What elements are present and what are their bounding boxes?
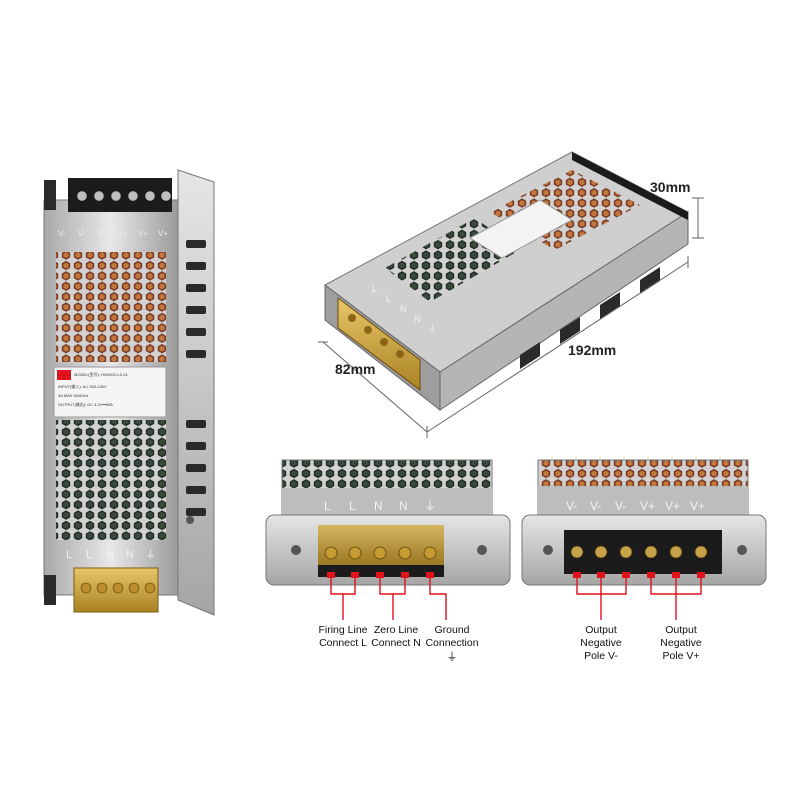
svg-text:L: L [86, 549, 92, 561]
input-callout-text: Firing Line Connect L Zero Line Connect … [318, 624, 478, 663]
input-callout-lines [330, 578, 447, 620]
svg-text:MODEL(型号): HN300C4.2-01: MODEL(型号): HN300C4.2-01 [74, 371, 129, 377]
zero-line-label-2: Connect N [371, 637, 421, 649]
input-terminal-labels: L L N N ⏚ [324, 499, 436, 513]
length-dimension-label: 192mm [568, 342, 616, 358]
svg-text:V+: V+ [138, 229, 148, 238]
output-pos-label-3: Pole V+ [662, 650, 699, 662]
output-callout-text: Output Negative Pole V- Output Negative … [580, 624, 702, 662]
svg-text:V-: V- [78, 229, 86, 238]
ground-label-2: Connection [425, 637, 478, 649]
psu-isometric-view: LLN N⏚ [324, 151, 689, 412]
input-label-ground: ⏚ [424, 499, 436, 513]
width-dimension-label: 82mm [335, 361, 375, 377]
output-callout-lines [576, 578, 702, 620]
output-label-1: V- [566, 499, 577, 513]
output-neg-label-3: Pole V- [584, 650, 618, 662]
psu-front-view: V- V- V- V+ V+ V+ MODEL(型号): HN300C4.2-01 IN… [43, 169, 215, 616]
output-label-2: V- [590, 499, 601, 513]
svg-text:V-: V- [98, 229, 106, 238]
svg-text:N: N [414, 314, 421, 324]
output-label-3: V- [615, 499, 626, 513]
svg-text:L: L [386, 294, 391, 304]
output-terminal-labels: V- V- V- V+ V+ V+ [566, 499, 705, 513]
svg-text:N: N [106, 549, 114, 561]
svg-text:⏚: ⏚ [145, 548, 156, 561]
output-label-4: V+ [640, 499, 655, 513]
height-dimension-label: 30mm [650, 179, 690, 195]
svg-text:V+: V+ [158, 229, 168, 238]
svg-text:N: N [400, 304, 407, 314]
svg-text:4A MAX 50/60Hz: 4A MAX 50/60Hz [58, 393, 88, 398]
output-pos-label-2: Negative [660, 637, 702, 649]
input-label-n2: N [399, 499, 408, 513]
output-label-6: V+ [690, 499, 705, 513]
svg-text:V+: V+ [118, 229, 128, 238]
input-label-l1: L [324, 499, 331, 513]
svg-text:INPUT(输入): AC 200-240V: INPUT(输入): AC 200-240V [58, 383, 107, 389]
svg-text:V-: V- [58, 229, 66, 238]
ground-symbol: ⏚ [447, 651, 458, 663]
input-terminal-closeup [265, 459, 511, 586]
svg-text:N: N [126, 549, 134, 561]
firing-line-label-2: Connect L [319, 637, 367, 649]
svg-text:OUTPUT(输出): DC 4.2V⎓50A: OUTPUT(输出): DC 4.2V⎓50A [58, 401, 113, 407]
input-label-n1: N [374, 499, 383, 513]
zero-line-label-1: Zero Line [374, 624, 419, 636]
input-label-l2: L [349, 499, 356, 513]
output-terminal-closeup [521, 459, 767, 586]
ground-label-1: Ground [434, 624, 469, 636]
dimension-lines [318, 197, 704, 438]
output-pos-label-1: Output [665, 624, 697, 636]
firing-line-label-1: Firing Line [318, 624, 367, 636]
output-neg-label-2: Negative [580, 637, 622, 649]
svg-text:⏚: ⏚ [428, 324, 437, 334]
output-label-5: V+ [665, 499, 680, 513]
svg-text:L: L [66, 549, 72, 561]
svg-text:L: L [372, 284, 377, 294]
output-neg-label-1: Output [585, 624, 617, 636]
